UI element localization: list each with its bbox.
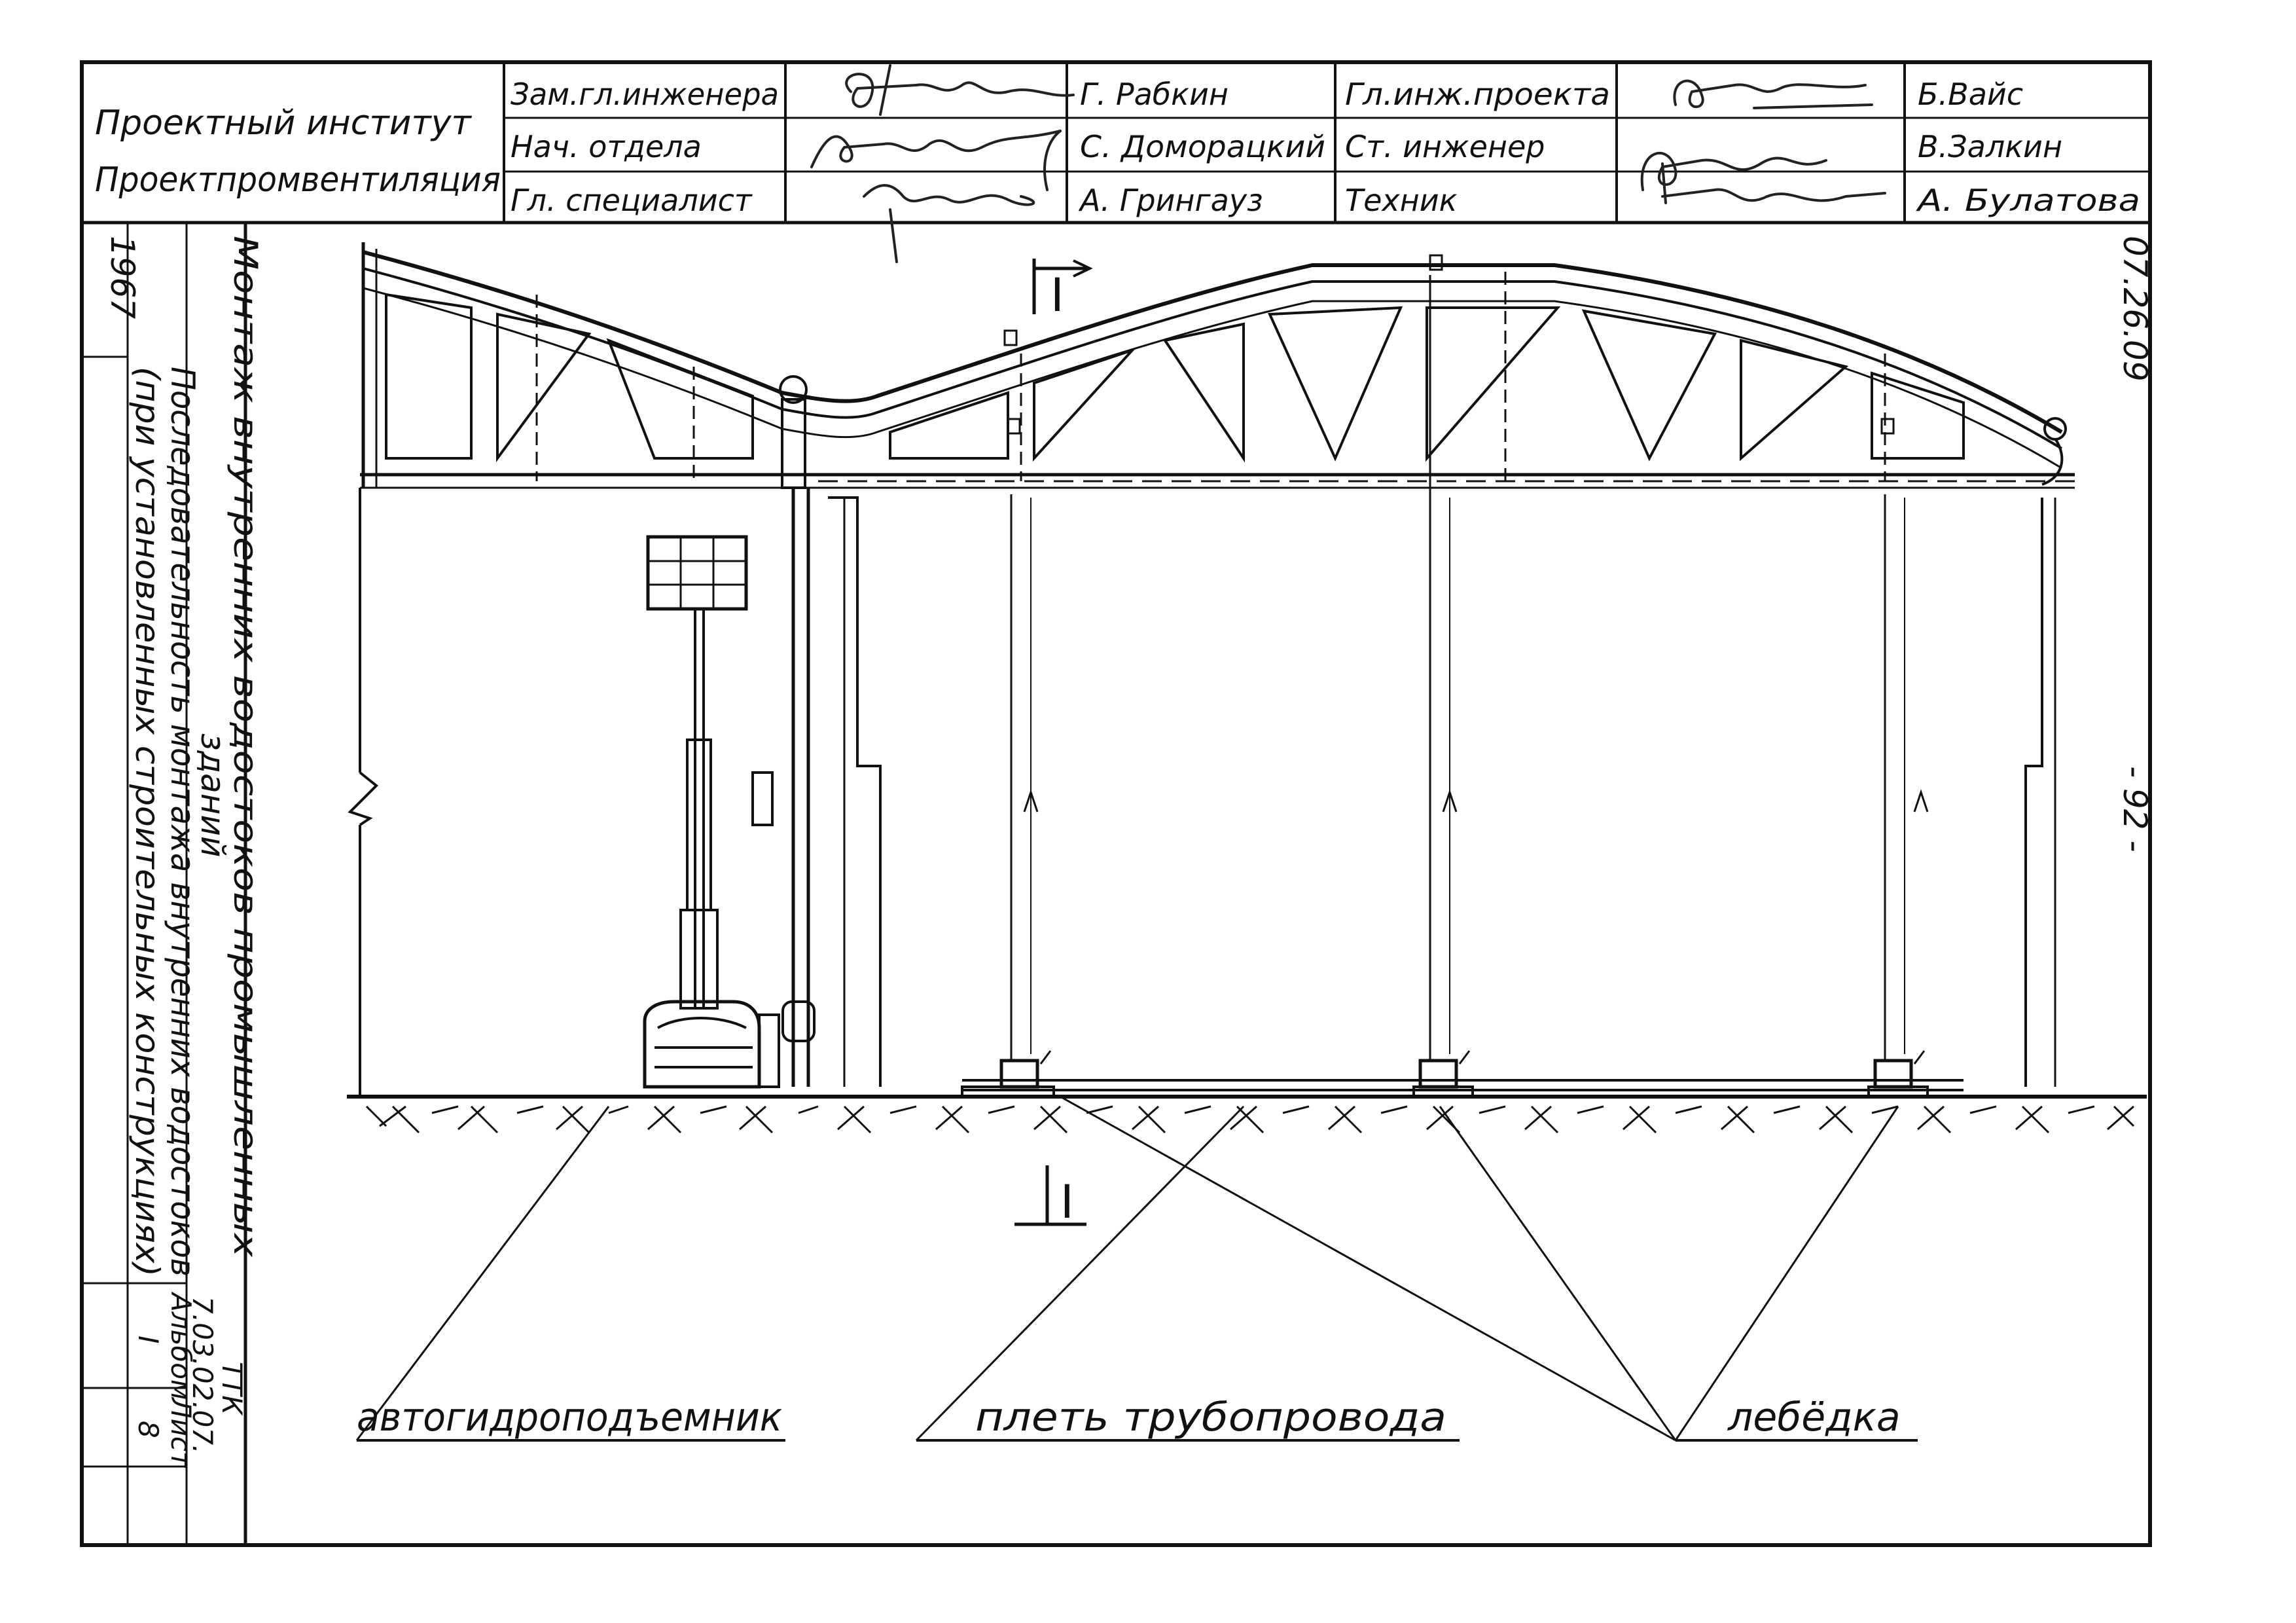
- side-title-line2: зданий: [194, 733, 232, 857]
- role-chief-specialist: Гл. специалист: [511, 183, 753, 218]
- side-subtitle-line1: Последовательность монтажа внутренних во…: [164, 367, 202, 1277]
- pipeline-string: [962, 1079, 1964, 1091]
- name-zalkin: В.Залкин: [1918, 129, 2062, 164]
- section-label-top: I: [1050, 268, 1064, 322]
- ground-line: [347, 1095, 2147, 1134]
- signature-zalkin-bulatova: [1640, 151, 1886, 204]
- name-domoratsky: С. Доморацкий: [1080, 129, 1325, 164]
- section-label-bottom: I: [1060, 1175, 1074, 1229]
- callout-label-winch: лебёдка: [1727, 1395, 1901, 1440]
- title-block: Проектный инститyт Проектпромвентиляция …: [82, 62, 2150, 263]
- role-senior-engineer: Ст. инженер: [1345, 129, 1545, 164]
- leader-lines: [355, 1095, 1899, 1442]
- role-technician: Техник: [1345, 183, 1458, 218]
- name-vais: Б.Вайс: [1918, 77, 2023, 112]
- institute-name: Проектный инститyт: [95, 103, 473, 143]
- callout-hydraulic-lift: автогидроподъемник: [357, 1395, 785, 1442]
- side-title-block: 1967 Монтаж внутренних водостоков промыш…: [82, 223, 264, 1545]
- institute-division: Проектпромвентиляция: [95, 160, 501, 200]
- side-subtitle-line2: (при установленных строительных конструк…: [128, 367, 166, 1277]
- name-bulatova: А. Булатова: [1915, 183, 2140, 218]
- section-mark-bottom: I: [1014, 1165, 1086, 1229]
- side-album: I: [132, 1336, 164, 1343]
- callout-label-hydraulic-lift: автогидроподъемник: [357, 1395, 782, 1440]
- callout-label-pipeline: плеть трубопровода: [975, 1395, 1446, 1440]
- role-deputy-chief-engineer: Зам.гл.инженера: [511, 77, 779, 112]
- roof-truss: [360, 242, 2075, 489]
- side-code-label: ТТК: [216, 1362, 248, 1416]
- callout-pipeline: плеть трубопровода: [916, 1395, 1460, 1442]
- page-number: - 92 -: [2116, 766, 2154, 852]
- side-sheet: 8: [132, 1421, 164, 1438]
- side-title-line1: Монтаж внутренних водостоков промышленны…: [226, 236, 264, 1257]
- section-mark-top: I: [1032, 259, 1093, 322]
- signature-gringauz: [863, 184, 1035, 263]
- callout-winch: лебёдка: [1676, 1395, 1918, 1442]
- sheet-frame: [80, 60, 2152, 1547]
- signature-vais: [1673, 79, 1873, 109]
- role-head-of-department: Нач. отдела: [511, 129, 702, 164]
- role-chief-project-engineer: Гл.инж.проекта: [1345, 77, 1610, 112]
- building-structure: [348, 275, 2056, 1097]
- side-code: 7.03.02.07.: [187, 1296, 219, 1453]
- doc-number: 07.26.09: [2116, 236, 2154, 382]
- side-album-label: Альбом: [165, 1291, 197, 1400]
- hydraulic-lift: [643, 535, 780, 1089]
- name-rabkin: Г. Рабкин: [1080, 77, 1229, 112]
- name-gringauz: А. Грингауз: [1078, 183, 1263, 218]
- signature-rabkin: [845, 64, 1075, 116]
- side-sheet-label: Лист: [165, 1396, 197, 1468]
- side-year: 1967: [103, 236, 141, 319]
- signature-domoratsky: [810, 130, 1062, 191]
